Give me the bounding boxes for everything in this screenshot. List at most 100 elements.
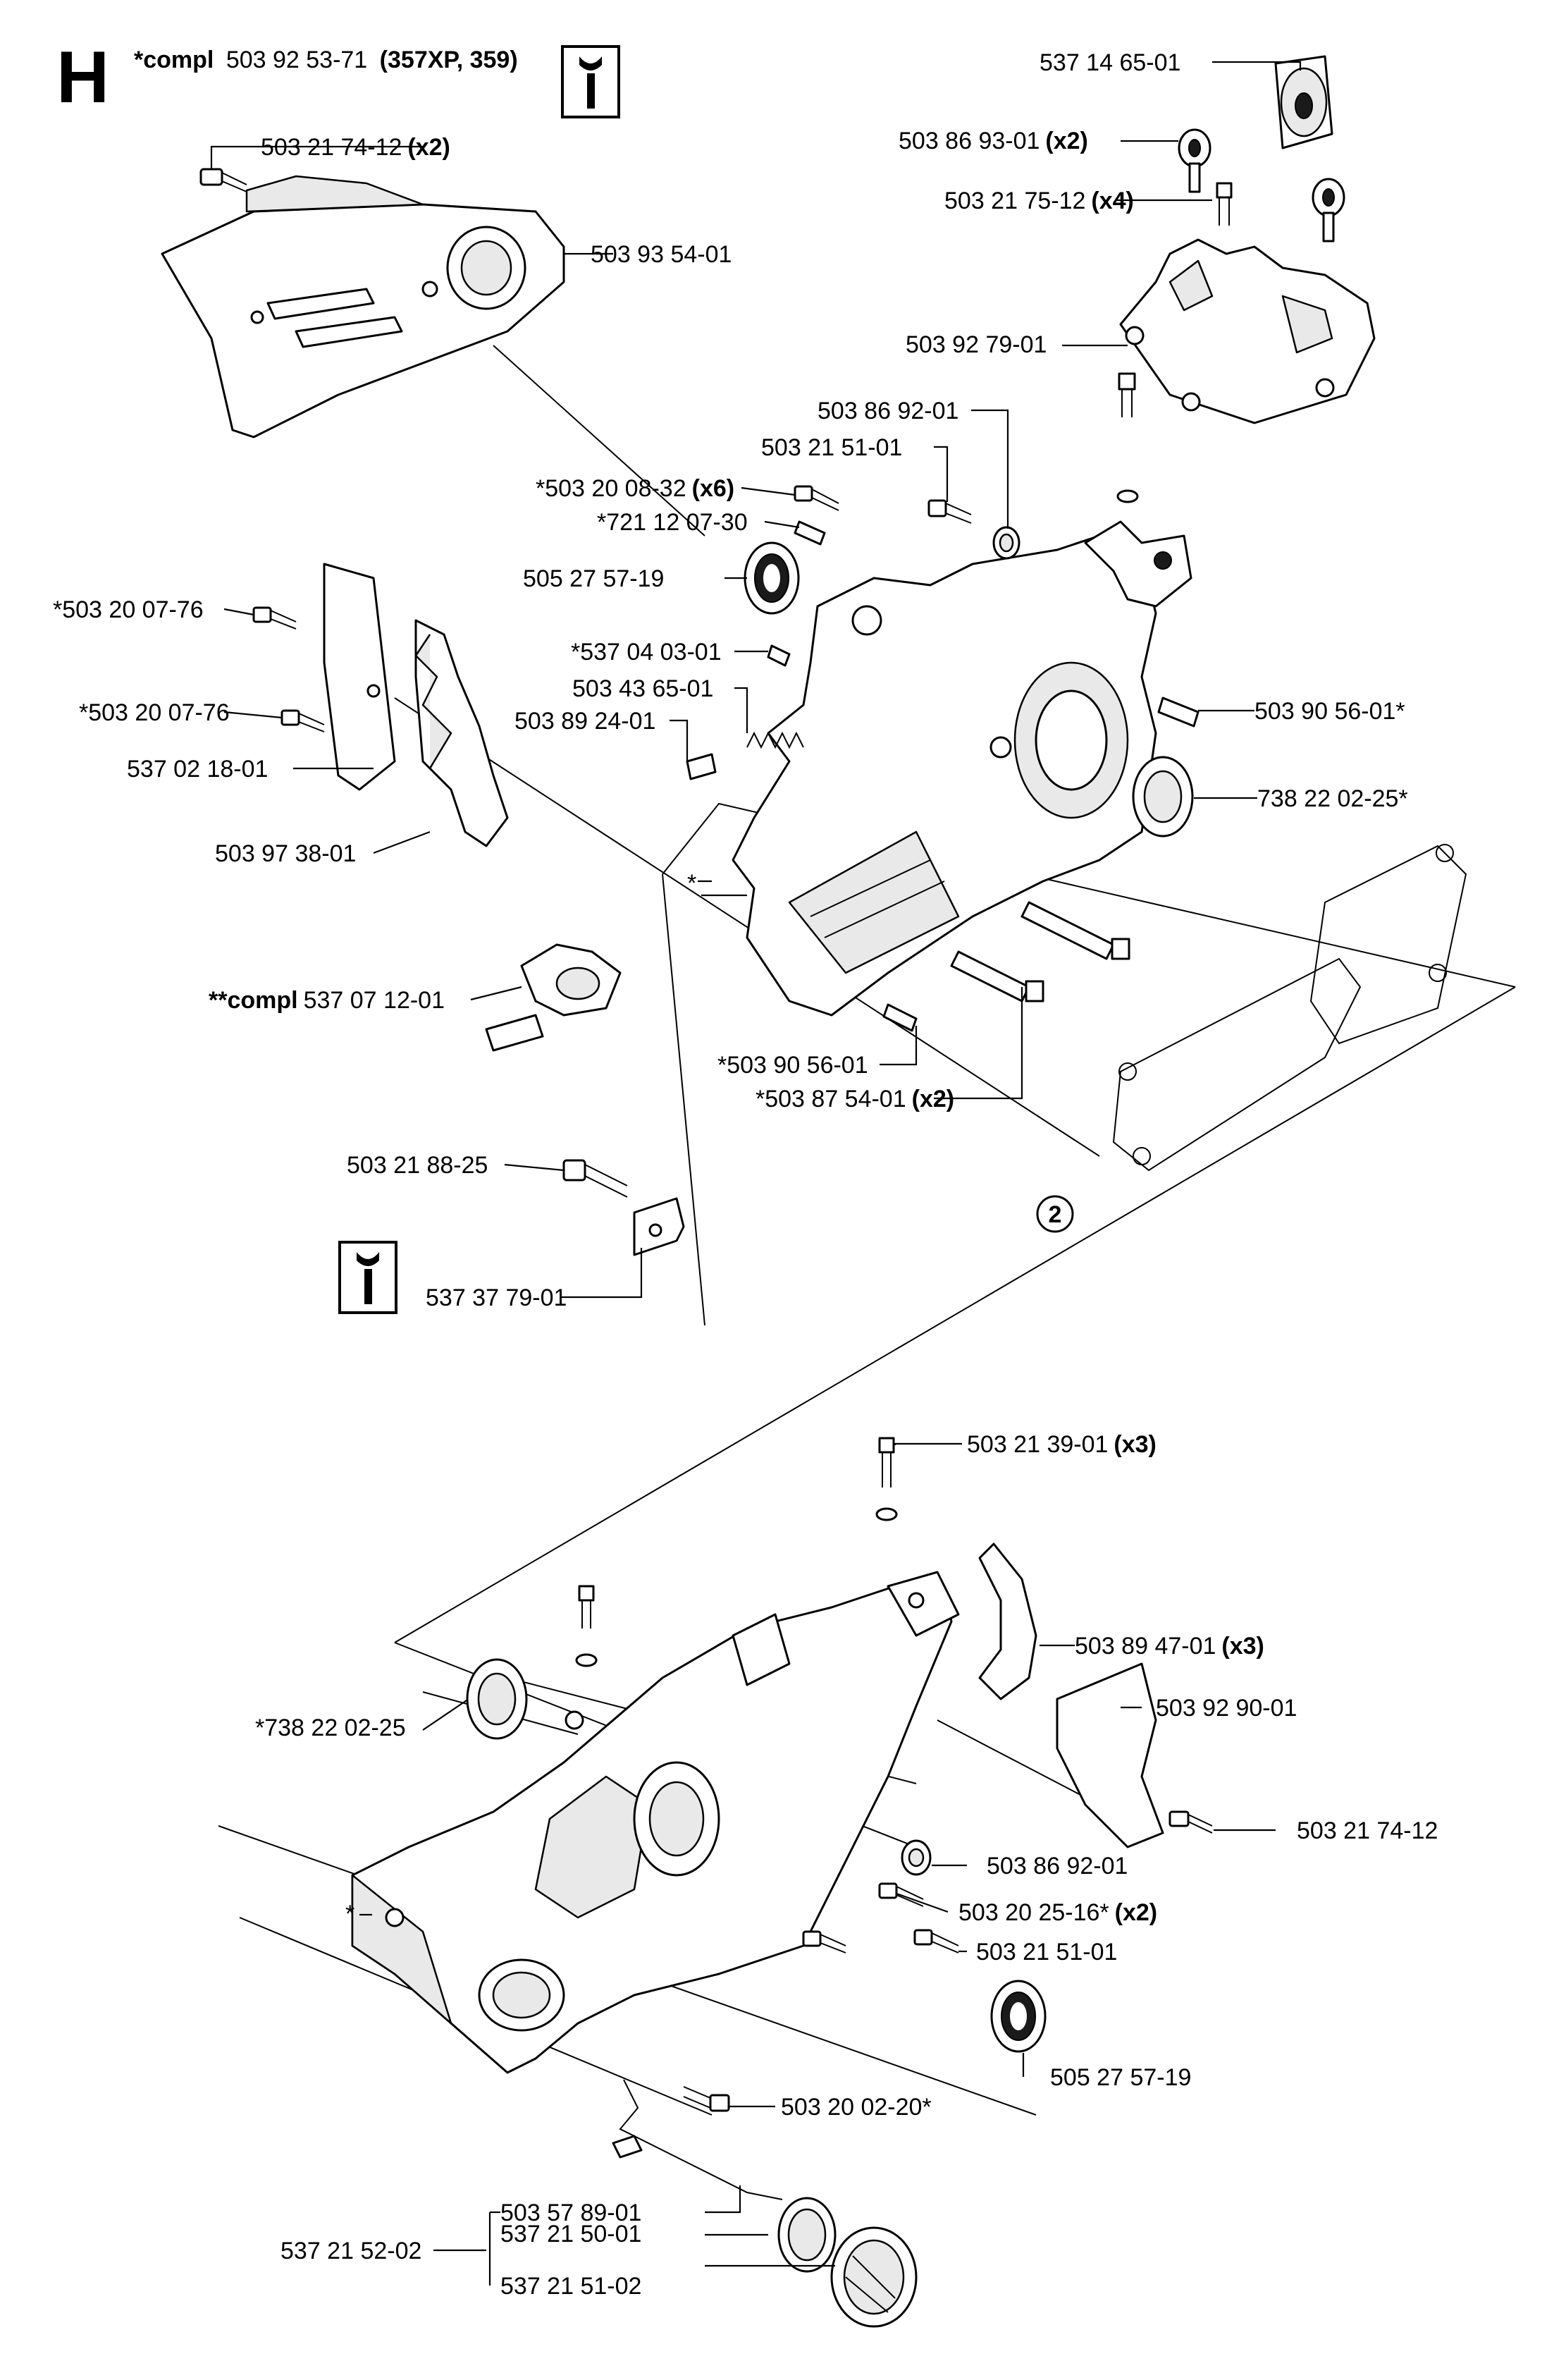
frame-lines (218, 345, 1516, 2116)
label-star-2: * (345, 1901, 354, 1927)
label-537-04-03-01: *537 04 03-01 (571, 639, 722, 665)
label-505-27-57-19-top: 505 27 57-19 (523, 565, 664, 592)
label-503-21-51-01-top: 503 21 51-01 (761, 434, 902, 461)
label-537-02-18-01: 537 02 18-01 (127, 756, 268, 783)
label-503-86-93-01: 503 86 93-01(x2) (899, 128, 1088, 154)
screw-503-21-39-01 (875, 1437, 898, 1521)
section-letter: H (56, 37, 109, 118)
screw-vertical-top (1116, 372, 1139, 503)
label-537-14-65-01: 537 14 65-01 (1040, 49, 1180, 76)
chain-tensioner-537-07-12-01 (485, 943, 622, 1052)
header-title: *compl 503 92 53-71 (357XP, 359) (134, 47, 518, 73)
cover-503-92-90-01 (1056, 1662, 1164, 1848)
fuel-cap-537-21-51-02 (830, 2226, 918, 2328)
label-503-21-88-25: 503 21 88-25 (347, 1152, 488, 1179)
crankcase-lower (351, 1571, 960, 2074)
cap-ring-537-21-50-01 (777, 2197, 837, 2273)
bushing-503-86-92-01-top (992, 526, 1020, 560)
pin-503-90-56-01-right (1157, 697, 1200, 728)
chain-brake-cover (161, 175, 565, 438)
label-star-1: * (687, 870, 696, 897)
plate-537-37-79-01 (633, 1197, 685, 1256)
screw-503-20-07-76-a (252, 606, 297, 630)
header-models: (357XP, 359) (380, 47, 518, 73)
label-503-20-07-76-a: *503 20 07-76 (53, 596, 204, 623)
callout-2: 2 (1036, 1195, 1074, 1233)
label-537-21-51-02: 537 21 51-02 (500, 2273, 641, 2300)
seal-505-27-57-19-bot (990, 1980, 1047, 2053)
leader-lines (210, 61, 1302, 2286)
spike-plate-537-02-18-01 (323, 563, 396, 791)
label-537-21-50-01: 537 21 50-01 (500, 2221, 641, 2247)
label-503-20-07-76-b: *503 20 07-76 (79, 699, 230, 726)
screw-503-21-51-01-top (927, 499, 972, 524)
part-labels: 537 14 65-01 503 86 93-01(x2) 503 21 75-… (53, 49, 1438, 2300)
header-number: 503 92 53-71 (226, 47, 367, 73)
crankcase-upper (732, 534, 1157, 1017)
label-503-20-08-32: *503 20 08-32(x6) (536, 475, 734, 502)
pawl-503-89-24-01 (686, 753, 717, 780)
screw-lower-mid (802, 1930, 846, 1953)
label-503-21-51-01-bot: 503 21 51-01 (976, 1939, 1117, 1965)
label-503-86-92-01-bot: 503 86 92-01 (987, 1853, 1128, 1879)
label-738-22-02-25-left: *738 22 02-25 (255, 1715, 406, 1741)
label-503-21-74-12-x2: 503 21 74-12(x2) (261, 134, 450, 161)
label-738-22-02-25-right: 738 22 02-25* (1257, 785, 1408, 812)
seal-505-27-57-19-top (744, 541, 800, 615)
info-icon-mid (338, 1241, 397, 1314)
pin-537-04-03-01 (767, 644, 791, 667)
pin-503-90-56-01-mid (882, 1003, 918, 1032)
bushing-503-86-92-01-bot (901, 1839, 932, 1876)
screw-503-20-08-32 (794, 485, 839, 511)
screw-503-21-74-12 (1168, 1810, 1213, 1834)
air-filter-cap (1274, 55, 1333, 149)
screw-503-20-02-20 (683, 2086, 730, 2112)
callout-2-text: 2 (1049, 1201, 1062, 1228)
screw-503-21-75-12 (1216, 182, 1233, 226)
tank-cover-503-92-79-01 (1119, 238, 1376, 424)
bolt-503-87-54-01-b (950, 950, 1044, 1002)
label-503-90-56-01-right: 503 90 56-01* (1254, 698, 1405, 725)
knob-503-86-93-01-b (1312, 178, 1345, 243)
label-503-89-47-01: 503 89 47-01(x3) (1075, 1633, 1264, 1660)
spring-503-43-65-01 (746, 731, 804, 749)
label-503-20-25-16: 503 20 25-16*(x2) (958, 1899, 1157, 1926)
label-537-37-79-01: 537 37 79-01 (426, 1284, 567, 1311)
label-505-27-57-19-bot: 505 27 57-19 (1050, 2064, 1191, 2091)
label-503-90-56-01-mid: *503 90 56-01 (717, 1052, 868, 1079)
gasket-right (1309, 844, 1467, 1045)
cable-guide-503-89-47-01 (978, 1542, 1037, 1700)
pin-721-12-07-30 (794, 520, 826, 546)
label-503-21-74-12: 503 21 74-12 (1297, 1817, 1438, 1844)
label-503-89-24-01: 503 89 24-01 (514, 708, 655, 735)
screw-503-21-88-25 (562, 1159, 628, 1198)
bearing-738-22-02-25-right (1132, 756, 1194, 838)
screw-503-20-25-16 (878, 1882, 924, 1907)
bearing-738-22-02-25-left (466, 1658, 528, 1740)
gasket-503-43-65-01 (1112, 957, 1362, 1172)
label-503-92-79-01: 503 92 79-01 (906, 331, 1047, 358)
fuel-pump-bracket (1084, 520, 1192, 608)
label-503-43-65-01: 503 43 65-01 (572, 675, 713, 702)
screw-503-21-74-12-x2 (199, 168, 247, 192)
knob-503-86-93-01-a (1178, 128, 1211, 193)
bolt-503-87-54-01-a (1020, 901, 1130, 960)
info-icon-top (561, 45, 620, 118)
label-721-12-07-30: *721 12 07-30 (597, 509, 748, 536)
label-503-20-02-20: 503 20 02-20* (781, 2094, 932, 2121)
header-prefix: *compl (134, 47, 214, 73)
label-503-93-54-01: 503 93 54-01 (591, 241, 732, 268)
fuel-hose-503-57-89-01 (612, 2079, 783, 2200)
screw-503-20-07-76-b (280, 709, 325, 732)
label-503-87-54-01: *503 87 54-01(x2) (756, 1086, 954, 1112)
label-503-21-39-01: 503 21 39-01(x3) (967, 1431, 1157, 1458)
label-503-57-89-01: 503 57 89-01 (500, 2200, 641, 2226)
label-537-21-52-02: 537 21 52-02 (280, 2238, 421, 2264)
screw-503-21-51-01-bot (913, 1929, 959, 1953)
bumper-spike-503-97-38-01 (414, 619, 509, 847)
label-503-21-75-12: 503 21 75-12(x4) (944, 188, 1134, 214)
label-503-92-90-01: 503 92 90-01 (1156, 1695, 1297, 1722)
label-503-86-92-01-top: 503 86 92-01 (818, 398, 958, 424)
